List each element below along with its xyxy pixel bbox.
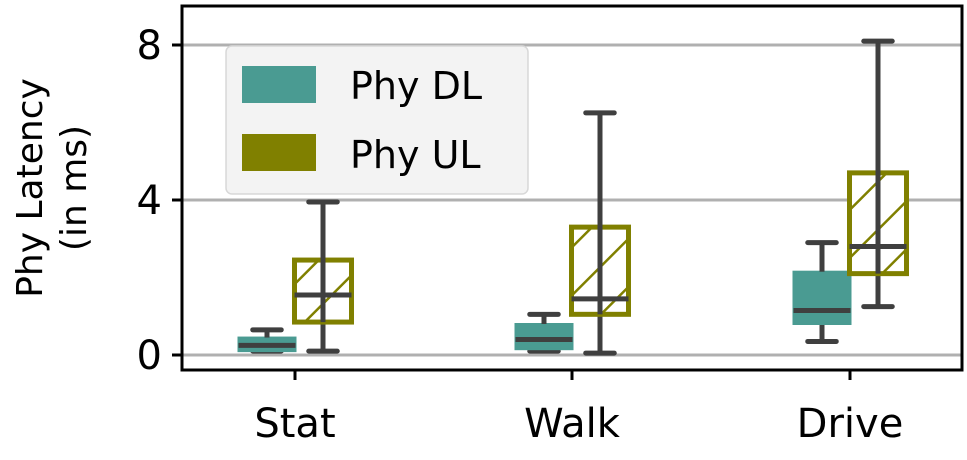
y-tick-label-0: 0 <box>137 333 162 379</box>
legend-label-phy-ul: Phy UL <box>350 133 481 177</box>
legend-swatch-phy-dl <box>242 66 316 103</box>
box-phy-dl-stat <box>237 327 297 354</box>
x-tick-label-stat: Stat <box>254 401 335 447</box>
boxes-layer <box>237 38 909 356</box>
box-body <box>514 323 574 351</box>
legend-label-phy-dl: Phy DL <box>350 64 482 108</box>
y-axis-label-line1: Phy Latency <box>10 78 51 298</box>
legend-swatch-phy-ul <box>242 134 316 171</box>
x-axis-ticks: Stat Walk Drive <box>254 370 903 447</box>
box-phy-ul-stat <box>292 199 354 354</box>
box-phy-ul-walk <box>569 110 631 356</box>
box-body <box>792 270 852 325</box>
y-axis-ticks: 0 4 8 <box>137 23 182 379</box>
box-phy-ul-drive <box>847 38 909 310</box>
x-tick-label-drive: Drive <box>797 401 904 447</box>
box-phy-dl-drive <box>792 240 852 344</box>
box-phy-dl-walk <box>514 311 574 354</box>
y-tick-label-8: 8 <box>137 23 162 69</box>
y-axis-label-line2: (in ms) <box>54 125 95 251</box>
legend: Phy DL Phy UL <box>225 45 529 195</box>
y-tick-label-4: 4 <box>137 178 162 224</box>
x-tick-label-walk: Walk <box>524 401 621 447</box>
